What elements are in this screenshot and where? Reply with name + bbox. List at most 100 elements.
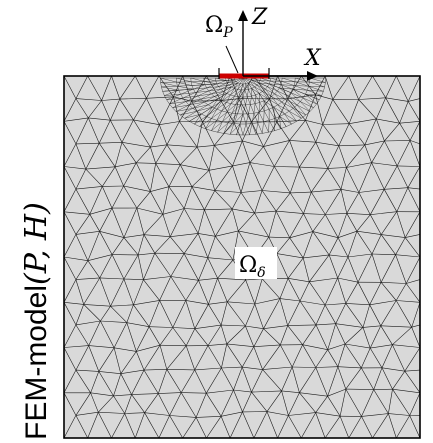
mesh-edge — [204, 81, 206, 85]
mesh-edge — [263, 298, 281, 329]
mesh-edge — [204, 190, 216, 210]
mesh-edge — [214, 145, 233, 167]
mesh-edge — [192, 104, 209, 109]
mesh-edge — [267, 96, 272, 99]
mesh-edge — [230, 96, 239, 104]
mesh-edge — [85, 168, 103, 187]
mesh-edge — [299, 300, 326, 306]
mesh-edge — [281, 99, 286, 103]
mesh-edge — [344, 343, 362, 369]
mesh-edge — [411, 327, 421, 348]
mesh-edge — [308, 86, 325, 88]
mesh-edge — [251, 88, 256, 96]
mesh-edge — [100, 320, 115, 348]
mesh-edge — [150, 191, 164, 215]
mesh-edge — [275, 192, 291, 212]
mesh-edge — [315, 304, 326, 326]
mesh-edge — [228, 113, 238, 123]
mesh-edge — [179, 164, 193, 187]
mesh-edge — [271, 96, 282, 103]
mesh-edge — [226, 279, 246, 302]
mesh-edge — [274, 90, 278, 95]
mesh-edge — [385, 97, 400, 124]
mesh-edge — [166, 345, 187, 370]
mesh-edge — [207, 236, 216, 258]
mesh-edge — [158, 393, 170, 416]
mesh-edge — [231, 192, 242, 210]
mesh-edge — [211, 130, 218, 133]
mesh-edge — [291, 344, 303, 368]
mesh-edge — [115, 162, 137, 168]
mesh-edge — [289, 237, 304, 259]
mesh-edge — [182, 95, 198, 99]
mesh-edge — [327, 349, 339, 367]
mesh-edge — [100, 320, 127, 323]
mesh-edge — [325, 213, 347, 215]
mesh-edge — [345, 303, 364, 328]
mesh-edge — [226, 88, 235, 94]
mesh-edge — [180, 392, 197, 418]
mesh-edge — [289, 166, 300, 194]
mesh-edge — [217, 277, 246, 281]
mesh-edge — [75, 369, 99, 372]
mesh-edge — [325, 189, 342, 215]
mesh-edge — [291, 366, 300, 393]
mesh-edge — [357, 282, 370, 305]
mesh-edge — [364, 140, 385, 146]
mesh-edge — [287, 324, 317, 326]
mesh-edge — [159, 344, 187, 347]
mesh-edge — [345, 388, 362, 417]
mesh-edge — [238, 230, 269, 238]
mesh-edge — [148, 326, 161, 346]
mesh-edge — [121, 119, 134, 143]
mesh-edge — [226, 104, 236, 113]
mesh-edge — [308, 86, 324, 92]
mesh-edge — [280, 126, 287, 129]
mesh-edge — [199, 118, 212, 127]
mesh-edge — [98, 347, 115, 372]
mesh-edge — [277, 415, 289, 439]
mesh-edge — [75, 75, 88, 99]
mesh-edge — [279, 113, 285, 117]
mesh-edge — [162, 186, 170, 215]
mesh-edge — [229, 123, 235, 135]
mesh-edge — [303, 213, 326, 215]
mesh-edge — [208, 89, 221, 92]
mesh-edge — [230, 88, 235, 96]
mesh-edge — [324, 304, 336, 324]
mesh-edge — [364, 118, 377, 146]
mesh-edge — [404, 371, 421, 393]
mesh-edge — [254, 86, 260, 94]
mesh-edge — [251, 369, 263, 393]
mesh-edge — [83, 277, 101, 305]
mesh-edge — [255, 93, 260, 96]
mesh-edge — [168, 186, 185, 209]
mesh-edge — [188, 99, 201, 106]
mesh-edge — [98, 411, 125, 414]
mesh-edge — [155, 163, 181, 165]
mesh-edge — [211, 120, 217, 131]
mesh-edge — [347, 253, 373, 258]
mesh-edge — [337, 366, 347, 390]
mesh-edge — [136, 326, 150, 352]
mesh-edge — [315, 412, 326, 439]
mesh-edge — [311, 191, 326, 215]
mesh-edge — [159, 276, 172, 301]
mesh-edge — [231, 208, 239, 231]
mesh-edge — [178, 90, 181, 95]
mesh-edge — [270, 77, 282, 82]
mesh-edge — [83, 304, 111, 307]
mesh-edge — [119, 98, 134, 121]
domain-label-box — [235, 247, 277, 279]
mesh-edge — [251, 94, 256, 97]
mesh-edge — [218, 82, 228, 87]
mesh-edge — [302, 344, 328, 350]
mesh-edge — [143, 279, 160, 301]
mesh-edge — [226, 343, 254, 347]
mesh-edge — [143, 369, 159, 394]
mesh-edge — [267, 83, 270, 87]
mesh-edge — [63, 75, 77, 99]
mesh-edge — [305, 120, 323, 125]
mesh-edge — [177, 85, 192, 87]
mesh-edge — [234, 95, 239, 97]
